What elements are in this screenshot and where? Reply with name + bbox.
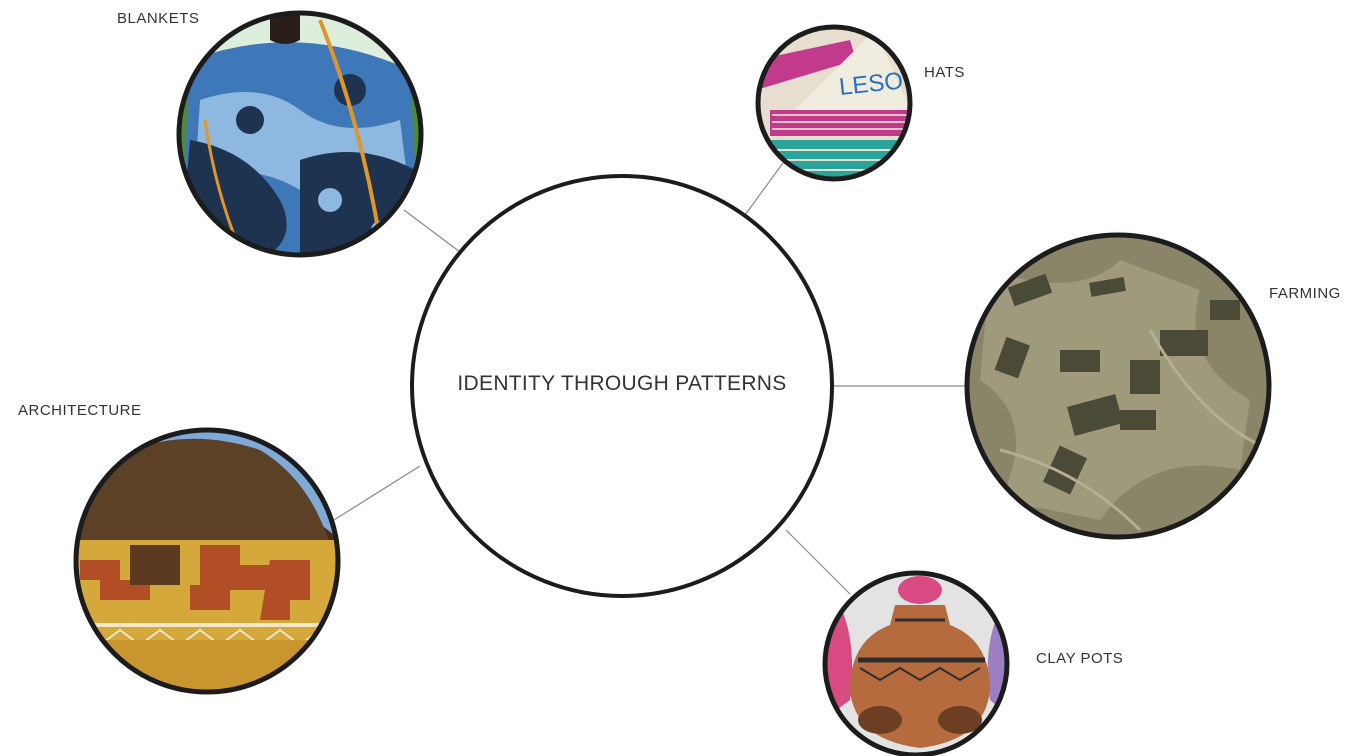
label-architecture: ARCHITECTURE — [18, 402, 142, 419]
hats-ring — [755, 24, 913, 182]
label-farming: FARMING — [1269, 285, 1341, 302]
hats-photo: LESO — [758, 27, 910, 179]
architecture-ring — [73, 427, 341, 695]
connector-clay-pots — [785, 529, 851, 595]
label-blankets: BLANKETS — [117, 10, 200, 27]
svg-text:LESO: LESO — [838, 67, 905, 101]
architecture-photo — [76, 430, 338, 692]
blankets-ring — [176, 10, 424, 258]
connector-blankets — [403, 209, 461, 253]
center-circle — [410, 174, 834, 598]
label-hats: HATS — [924, 64, 965, 81]
center-title: IDENTITY THROUGH PATTERNS — [457, 372, 787, 395]
connector-hats — [744, 162, 784, 216]
clay-pots-ring — [822, 570, 1010, 756]
label-clay-pots: CLAY POTS — [1036, 650, 1124, 667]
connectors — [333, 162, 967, 595]
blankets-photo — [179, 13, 421, 255]
connector-architecture — [333, 465, 421, 521]
farming-photo — [967, 235, 1269, 537]
farming-ring — [964, 232, 1272, 540]
